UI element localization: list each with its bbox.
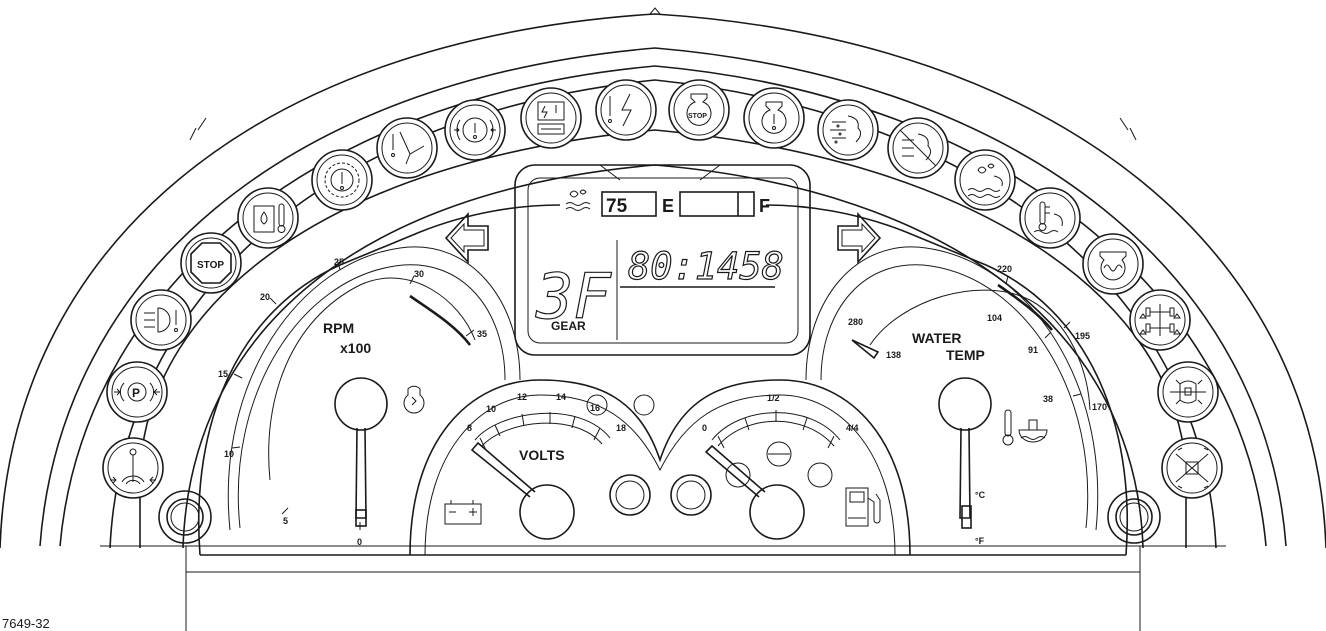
parking-brake-pressure-warning-icon	[102, 437, 164, 499]
fuel-gauge: 0 1/2 4/4	[702, 393, 881, 540]
fuel-needle	[704, 444, 766, 498]
fuel-needle-hub	[749, 484, 805, 540]
center-indicator-lamps	[609, 394, 833, 516]
tachometer: 0 5 10 15 20 25 30 35 RPM x100	[218, 257, 487, 547]
warning-band	[109, 79, 1217, 549]
engine-warning-icon	[743, 87, 805, 149]
tach-label: RPM	[323, 320, 354, 336]
steering-warning-icon	[376, 117, 438, 179]
tach-tick-20: 20	[260, 292, 270, 302]
tach-tick-15: 15	[218, 369, 228, 379]
gauge-face	[197, 204, 1129, 556]
stop-warning-label: STOP	[197, 260, 224, 271]
right-turn-arrow-icon	[837, 211, 882, 265]
temp-tick-38: 38	[1043, 394, 1053, 404]
lcd-hour-meter: 80:1458	[628, 245, 784, 288]
fuel-filter-warning-icon	[887, 117, 949, 179]
glow-plug-indicator-icon	[1082, 233, 1144, 295]
bezel-screw-right	[1107, 490, 1161, 544]
hydraulic-oil-temp-warning-icon	[237, 187, 299, 249]
glow-plug-icon	[403, 385, 425, 414]
temp-tick-91: 91	[1028, 345, 1038, 355]
indicator-lamp-right	[670, 474, 712, 516]
tach-tick-35: 35	[477, 329, 487, 339]
temp-needle	[959, 427, 971, 519]
temp-tick-170: 170	[1092, 402, 1107, 412]
temp-tick-280: 280	[848, 317, 863, 327]
tach-tick-30: 30	[414, 269, 424, 279]
tach-tick-25: 25	[334, 257, 344, 267]
tach-tick-5: 5	[283, 516, 288, 526]
lcd-fuel-empty-label: E	[662, 196, 674, 216]
brake-system-warning-icon	[444, 99, 506, 161]
temp-label-line2: TEMP	[946, 347, 985, 363]
temp-unit-f: °F	[975, 536, 985, 546]
volts-tick-8: 8	[467, 423, 472, 433]
tach-needle	[355, 427, 367, 519]
temp-tick-138: 138	[886, 350, 901, 360]
bezel-screw-left	[158, 490, 212, 544]
indicator-lamp-fuel-right	[807, 462, 833, 488]
indicator-lamp-top	[633, 394, 655, 416]
fuel-tick-empty: 0	[702, 423, 707, 433]
volts-label: VOLTS	[519, 447, 565, 463]
voltmeter: 8 10 12 14 16 18 VOLTS	[444, 392, 626, 540]
indicator-lamp-fuel-left	[725, 462, 751, 488]
lcd-fuel-full-label: F	[759, 196, 770, 216]
coolant-level-warning-icon	[1019, 187, 1081, 249]
temp-label-line1: WATER	[912, 330, 962, 346]
battery-icon	[444, 500, 482, 525]
volts-tick-18: 18	[616, 423, 626, 433]
volts-tick-14: 14	[556, 392, 566, 402]
fuel-pump-icon	[845, 487, 881, 527]
parking-brake-warning-icon: P	[106, 361, 168, 423]
svg-text:P: P	[132, 386, 140, 400]
water-temp-gauge: 280 220 195 170 138 104 91 38 WATER TEMP…	[848, 264, 1107, 546]
engine-stop-warning-icon: STOP	[668, 79, 730, 141]
indicator-lamp-fuel-center	[766, 441, 792, 467]
volts-needle	[470, 441, 536, 498]
tach-needle-hub	[334, 377, 388, 431]
fuel-tick-full: 4/4	[846, 423, 859, 433]
air-filter-warning-icon	[817, 99, 879, 161]
charging-system-warning-icon	[595, 79, 657, 141]
volts-tick-10: 10	[486, 404, 496, 414]
temp-tick-220: 220	[997, 264, 1012, 274]
electronic-fault-warning-icon	[520, 87, 582, 149]
left-turn-arrow-icon	[444, 211, 489, 265]
lcd-water-value: 75	[606, 196, 628, 217]
volts-tick-12: 12	[517, 392, 527, 402]
coolant-temp-icon	[1002, 409, 1048, 446]
lcd-gear-value: 3F	[535, 260, 612, 333]
headlight-warning-icon	[130, 289, 192, 351]
tach-tick-10: 10	[224, 449, 234, 459]
indicator-lamp-left	[609, 474, 651, 516]
temp-tick-104: 104	[987, 313, 1002, 323]
tach-sublabel: x100	[340, 340, 371, 356]
volts-tick-16: 16	[590, 403, 600, 413]
differential-lock-indicator-icon	[1157, 361, 1219, 423]
fuel-tick-half: 1/2	[767, 393, 780, 403]
lcd-water-icon	[565, 189, 591, 211]
transmission-warning-icon	[311, 149, 373, 211]
temp-tick-195: 195	[1075, 331, 1090, 341]
stop-warning-light: STOP	[180, 232, 242, 294]
volts-needle-hub	[519, 484, 575, 540]
tach-tick-0: 0	[357, 537, 362, 547]
figure-number: 7649-32	[2, 616, 50, 631]
temp-needle-hub	[938, 377, 992, 431]
lcd-gear-label: GEAR	[551, 319, 586, 333]
lcd-fuel-bar	[679, 191, 755, 217]
lcd-display: 75 E F 3F GEAR 80:1458	[514, 164, 811, 356]
traction-control-indicator-icon	[1161, 437, 1223, 499]
engine-stop-label: STOP	[688, 113, 707, 120]
four-wheel-drive-indicator-icon	[1129, 289, 1191, 351]
water-in-fuel-warning-icon	[954, 149, 1016, 211]
temp-unit-c: °C	[975, 490, 986, 500]
